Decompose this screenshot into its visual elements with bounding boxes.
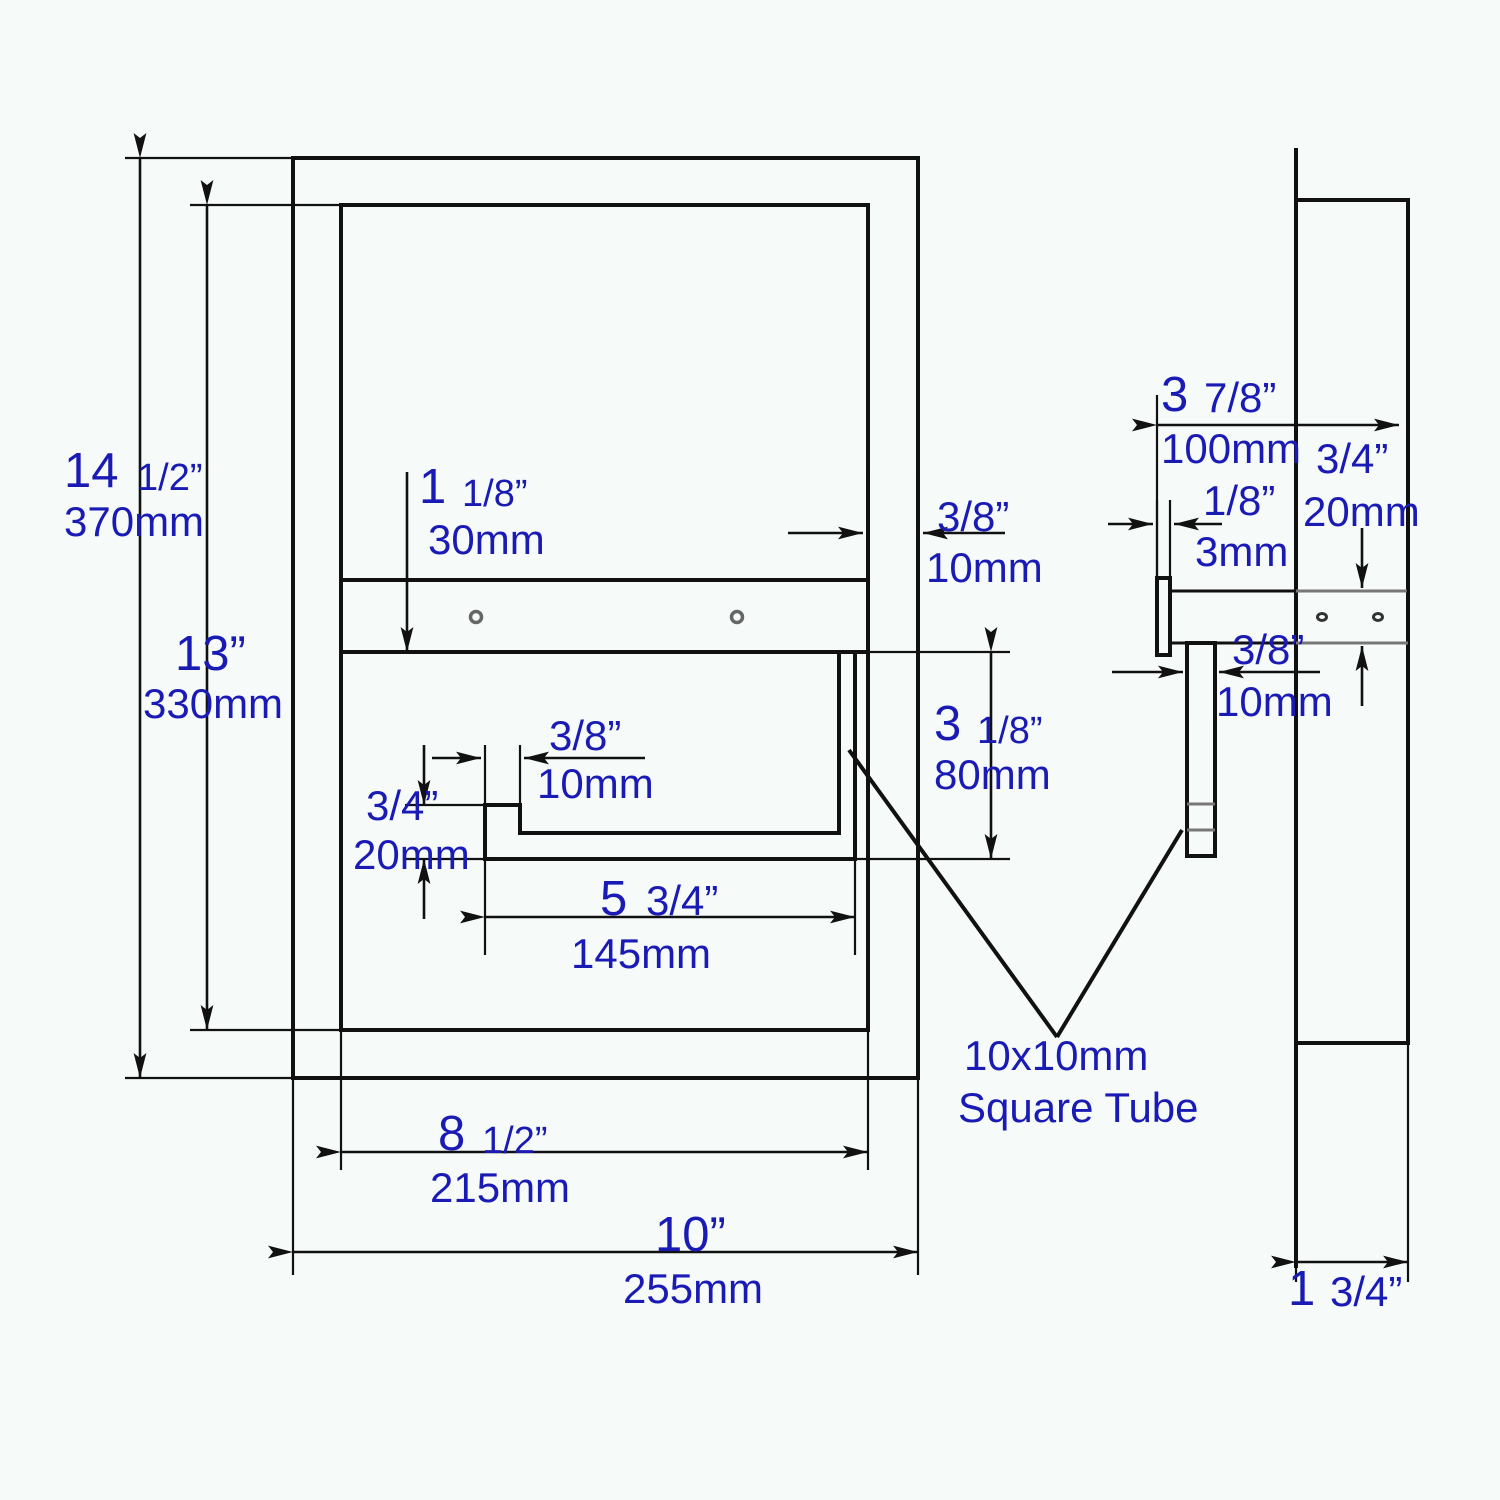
dim-overall-height-fraction: 1/2” xyxy=(137,457,202,499)
leader-left-arm xyxy=(847,748,1059,1039)
dim-overall-height-whole: 14 xyxy=(64,444,119,498)
dim-notch-width-fraction: 3/8” xyxy=(549,712,621,759)
dim-side-band-fraction: 3/4” xyxy=(1316,435,1388,482)
leader-right-arm xyxy=(1055,828,1184,1039)
dim-overall-height-metric: 370mm xyxy=(64,498,204,545)
dim-side-depth-fraction: 7/8” xyxy=(1204,374,1276,421)
note-square-tube-line2: Square Tube xyxy=(958,1084,1199,1131)
dim-notch-width-metric: 10mm xyxy=(537,760,654,807)
side-hole-right xyxy=(1372,612,1384,622)
dim-shelf-offset-fraction: 1/8” xyxy=(462,473,527,515)
dim-pocket-width-whole: 5 xyxy=(600,872,627,926)
square-tube-leader xyxy=(847,748,1184,1039)
dim-edge-thickness-metric: 10mm xyxy=(926,544,1043,591)
dim-pocket-width-metric: 145mm xyxy=(571,930,711,977)
dim-side-depth-metric: 100mm xyxy=(1161,425,1301,472)
note-square-tube-line1: 10x10mm xyxy=(964,1032,1148,1079)
dim-tube-width-fraction: 3/8” xyxy=(1232,626,1304,673)
dim-panel-height-metric: 330mm xyxy=(143,680,283,727)
dim-lip-height-fraction: 1/8” xyxy=(977,710,1042,752)
side-wall-plate xyxy=(1294,198,1410,1045)
dim-shelf-offset-metric: 30mm xyxy=(428,516,545,563)
mounting-hole-right xyxy=(729,609,745,625)
dim-plate-thickness-fraction: 1/8” xyxy=(1203,477,1275,524)
side-hole-left xyxy=(1316,612,1328,622)
side-front-plate xyxy=(1155,576,1172,657)
dim-lip-height-whole: 3 xyxy=(934,697,961,751)
dim-lip-height-metric: 80mm xyxy=(934,751,1051,798)
dim-tube-width-metric: 10mm xyxy=(1216,678,1333,725)
dim-overall-width-metric: 255mm xyxy=(623,1265,763,1312)
dim-sideview-width-whole: 1 xyxy=(1288,1262,1315,1316)
dim-side-band-metric: 20mm xyxy=(1303,488,1420,535)
dim-overall-width-whole: 10” xyxy=(655,1208,726,1262)
dim-shelf-offset-whole: 1 xyxy=(419,460,446,514)
dim-sideview-width-fraction: 3/4” xyxy=(1330,1268,1402,1315)
dim-notch-height-fraction: 3/4” xyxy=(366,782,438,829)
front-pocket-profile xyxy=(483,652,857,861)
dim-inner-width-fraction: 1/2” xyxy=(482,1120,547,1162)
dim-plate-thickness-metric: 3mm xyxy=(1195,528,1288,575)
side-square-tube xyxy=(1185,641,1217,858)
dim-inner-width-metric: 215mm xyxy=(430,1164,570,1211)
dim-pocket-width-fraction: 3/4” xyxy=(646,877,718,924)
dimension-lines xyxy=(133,133,1408,1269)
dim-side-depth-whole: 3 xyxy=(1161,368,1188,422)
mounting-hole-left xyxy=(468,609,484,625)
extension-lines xyxy=(125,148,1410,1282)
side-view-holes xyxy=(1316,612,1384,622)
dim-inner-width-whole: 8 xyxy=(438,1107,465,1161)
dim-notch-height-metric: 20mm xyxy=(353,831,470,878)
dim-edge-thickness-fraction: 3/8” xyxy=(937,493,1009,540)
dim-panel-height-whole: 13” xyxy=(175,627,246,681)
front-view-holes xyxy=(468,609,745,625)
